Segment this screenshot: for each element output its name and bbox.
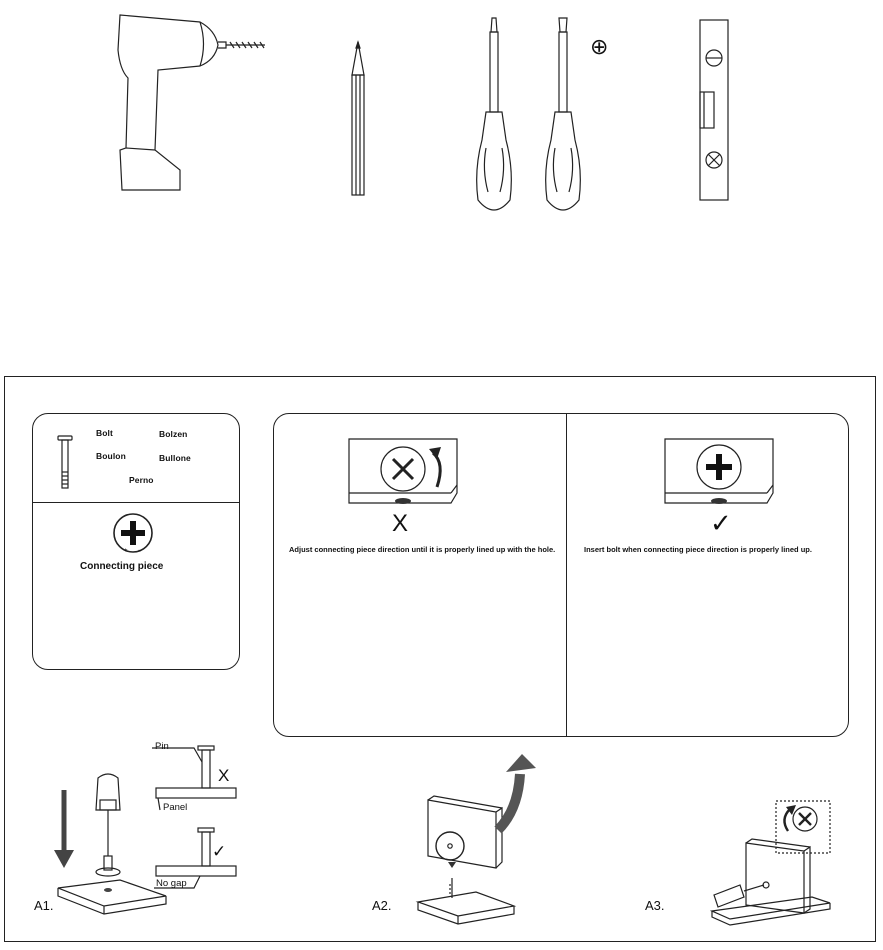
no-gap-label: No gap [156,878,187,889]
pencil-icon [351,40,365,196]
right-mark: ✓ [710,508,732,538]
spirit-level-icon [699,19,729,201]
step-a2-label: A2. [372,898,392,913]
panel-label: Panel [163,802,188,813]
svg-text:−: − [138,548,142,554]
step-a1-illustration [54,773,167,915]
step-a3-illustration [709,800,831,926]
pin-gap-detail [152,745,237,811]
instruction-frame [4,376,876,942]
connecting-piece-label: Connecting piece [80,561,164,572]
step-a2-illustration [415,754,536,925]
a1-wrong-mark: X [218,766,230,785]
part-name-de: Bolzen [159,429,188,439]
a1-right-mark: ✓ [212,842,227,861]
bolt-icon [57,435,73,489]
connecting-piece-icon: + − [113,513,153,554]
part-name-it: Bullone [159,453,191,463]
part-name-en: Bolt [96,428,113,438]
alignment-panel-divider [566,413,567,737]
phillips-screwdriver-icon [476,17,512,211]
flathead-screwdriver-icon [545,17,581,211]
parts-card-divider [32,502,240,503]
aligned-piece-illustration [664,438,774,504]
pin-label: Pin [155,741,169,752]
parts-card [32,413,240,670]
step-a1-label: A1. [34,898,54,913]
no-gap-detail [154,827,237,889]
step-a3-label: A3. [645,898,665,913]
wrong-instruction-text: Adjust connecting piece direction until … [289,545,556,554]
right-instruction-text: Insert bolt when connecting piece direct… [584,545,812,554]
wrong-mark: X [392,510,409,537]
svg-text:+: + [124,548,128,554]
misaligned-piece-illustration [348,438,458,504]
part-name-es: Perno [129,475,154,485]
part-name-fr: Boulon [96,451,126,461]
drill-icon [117,14,265,191]
phillips-symbol-icon: ⊕ [590,34,609,59]
alignment-panel [273,413,849,737]
